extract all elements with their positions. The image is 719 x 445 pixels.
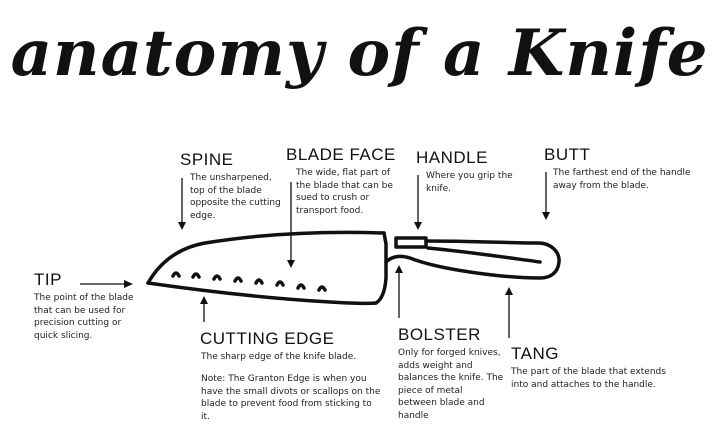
blade-spine-line xyxy=(146,230,386,285)
blade-face-arrow xyxy=(287,182,295,268)
bolster-shape xyxy=(394,236,428,249)
blade-heel-line xyxy=(374,231,388,305)
handle-arrow xyxy=(414,175,422,230)
cutting-edge-label: CUTTING EDGE xyxy=(200,329,335,348)
butt-label: BUTT xyxy=(544,145,591,164)
tang-description: The part of the blade that extends into … xyxy=(511,367,666,390)
cutting-edge-arrow xyxy=(200,296,208,322)
spine-description: The unsharpened, top of the blade opposi… xyxy=(190,173,281,221)
handle-description: Where you grip the knife. xyxy=(426,171,513,194)
granton-scallops xyxy=(171,271,327,292)
spine-arrow xyxy=(178,178,186,230)
knife-illustration xyxy=(146,230,561,306)
cutting-edge-description: The sharp edge of the knife blade. xyxy=(201,352,357,362)
tip-description: The point of the blade that can be used … xyxy=(34,293,134,341)
arrows xyxy=(80,172,550,338)
handle-label: HANDLE xyxy=(416,148,488,167)
tang-arrow xyxy=(505,287,513,338)
bolster-arrow xyxy=(395,265,403,318)
butt-description: The farthest end of the handle away from… xyxy=(553,168,691,191)
page-title: anatomy of a Knife xyxy=(10,16,709,91)
tang-label: TANG xyxy=(511,344,559,363)
bolster-label: BOLSTER xyxy=(398,325,481,344)
tip-arrow xyxy=(80,280,133,288)
blade-edge-line xyxy=(146,281,378,306)
spine-label: SPINE xyxy=(180,150,234,169)
bolster-description: Only for forged knives, adds weight and … xyxy=(398,348,504,421)
handle-inner-line xyxy=(426,246,542,264)
handle-outline xyxy=(384,239,561,280)
blade-face-description: The wide, flat part of the blade that ca… xyxy=(296,168,393,216)
blade-face-label: BLADE FACE xyxy=(286,145,396,164)
tip-label: TIP xyxy=(34,270,62,289)
butt-arrow xyxy=(542,172,550,220)
granton-edge-note: Note: The Granton Edge is when you have … xyxy=(201,374,381,422)
